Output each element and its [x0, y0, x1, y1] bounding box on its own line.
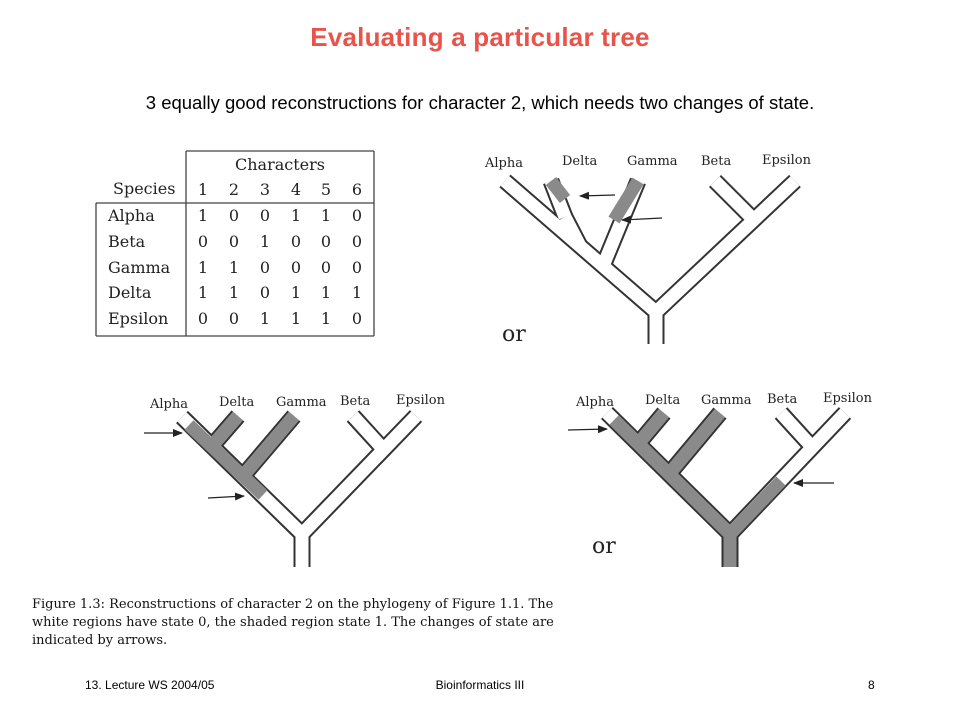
cell-value: 0	[291, 258, 301, 277]
cell-value: 1	[229, 283, 239, 302]
cell-value: 0	[321, 258, 331, 277]
cell-value: 0	[260, 206, 270, 225]
cell-value: 0	[198, 232, 208, 251]
leaf-label: Gamma	[701, 393, 752, 408]
or-label: or	[502, 322, 526, 347]
cell-value: 1	[198, 283, 208, 302]
species-name: Delta	[108, 283, 152, 302]
leaf-label: Beta	[340, 394, 370, 409]
cell-value: 0	[229, 309, 239, 328]
change-arrow	[567, 425, 608, 434]
table-header-species: Species	[113, 179, 175, 198]
cell-value: 1	[260, 309, 270, 328]
cell-value: 1	[291, 283, 301, 302]
cell-value: 0	[229, 206, 239, 225]
leaf-label: Alpha	[149, 397, 188, 412]
figure-caption: Figure 1.3: Reconstructions of character…	[32, 597, 554, 648]
change-arrow	[207, 492, 245, 501]
tree-reconstruction-1: Alpha Delta Gamma Beta Epsilon or	[484, 153, 812, 347]
cell-value: 0	[321, 232, 331, 251]
char-number: 6	[352, 180, 362, 199]
cell-value: 1	[321, 309, 331, 328]
species-name: Alpha	[107, 206, 155, 225]
species-name: Epsilon	[108, 309, 168, 328]
leaf-label: Epsilon	[823, 391, 873, 406]
species-name: Beta	[108, 232, 146, 251]
cell-value: 1	[321, 283, 331, 302]
cell-value: 0	[291, 232, 301, 251]
cell-value: 0	[352, 232, 362, 251]
table-row: Epsilon 0 0 1 1 1 0	[108, 309, 362, 328]
cell-value: 1	[198, 206, 208, 225]
table-row: Alpha 1 0 0 1 1 0	[107, 206, 362, 225]
cell-value: 1	[260, 232, 270, 251]
leaf-label: Beta	[767, 392, 797, 407]
leaf-label: Alpha	[575, 395, 614, 410]
cell-value: 1	[229, 258, 239, 277]
char-number: 5	[321, 180, 331, 199]
slide-title: Evaluating a particular tree	[310, 22, 650, 52]
cell-value: 1	[321, 206, 331, 225]
char-number: 3	[260, 180, 270, 199]
change-arrow	[621, 215, 663, 224]
table-row: Delta 1 1 0 1 1 1	[108, 283, 362, 302]
slide-subtitle: 3 equally good reconstructions for chara…	[145, 92, 815, 113]
or-label: or	[592, 534, 616, 559]
char-number: 1	[198, 180, 208, 199]
table-row: Beta 0 0 1 0 0 0	[108, 232, 362, 251]
footer-course: Bioinformatics III	[435, 678, 525, 692]
char-number: 2	[229, 180, 239, 199]
cell-value: 0	[352, 309, 362, 328]
footer-page-number: 8	[868, 678, 875, 692]
leaf-label: Epsilon	[762, 153, 812, 168]
leaf-label: Gamma	[627, 154, 678, 169]
cell-value: 1	[291, 309, 301, 328]
leaf-label: Epsilon	[396, 393, 446, 408]
cell-value: 0	[352, 258, 362, 277]
cell-value: 0	[229, 232, 239, 251]
cell-value: 0	[260, 258, 270, 277]
species-name: Gamma	[108, 258, 171, 277]
tree-reconstruction-3: Alpha Delta Gamma Beta Epsilon or	[567, 391, 873, 567]
leaf-label: Delta	[645, 393, 680, 408]
leaf-label: Beta	[701, 154, 731, 169]
cell-value: 0	[198, 309, 208, 328]
cell-value: 0	[352, 206, 362, 225]
table-header-characters: Characters	[235, 155, 325, 174]
leaf-label: Gamma	[276, 395, 327, 410]
cell-value: 1	[291, 206, 301, 225]
table-row: Gamma 1 1 0 0 0 0	[108, 258, 362, 277]
footer-lecture: 13. Lecture WS 2004/05	[85, 678, 215, 692]
leaf-label: Delta	[562, 154, 597, 169]
character-table: Characters Species 1 2 3 4 5 6 Alpha 1 0…	[95, 150, 375, 337]
tree-reconstruction-2: Alpha Delta Gamma Beta Epsilon	[144, 393, 446, 567]
leaf-label: Delta	[219, 395, 254, 410]
cell-value: 1	[198, 258, 208, 277]
cell-value: 0	[260, 283, 270, 302]
leaf-label: Alpha	[484, 156, 523, 171]
change-arrow	[579, 191, 616, 200]
char-number: 4	[291, 180, 301, 199]
cell-value: 1	[352, 283, 362, 302]
